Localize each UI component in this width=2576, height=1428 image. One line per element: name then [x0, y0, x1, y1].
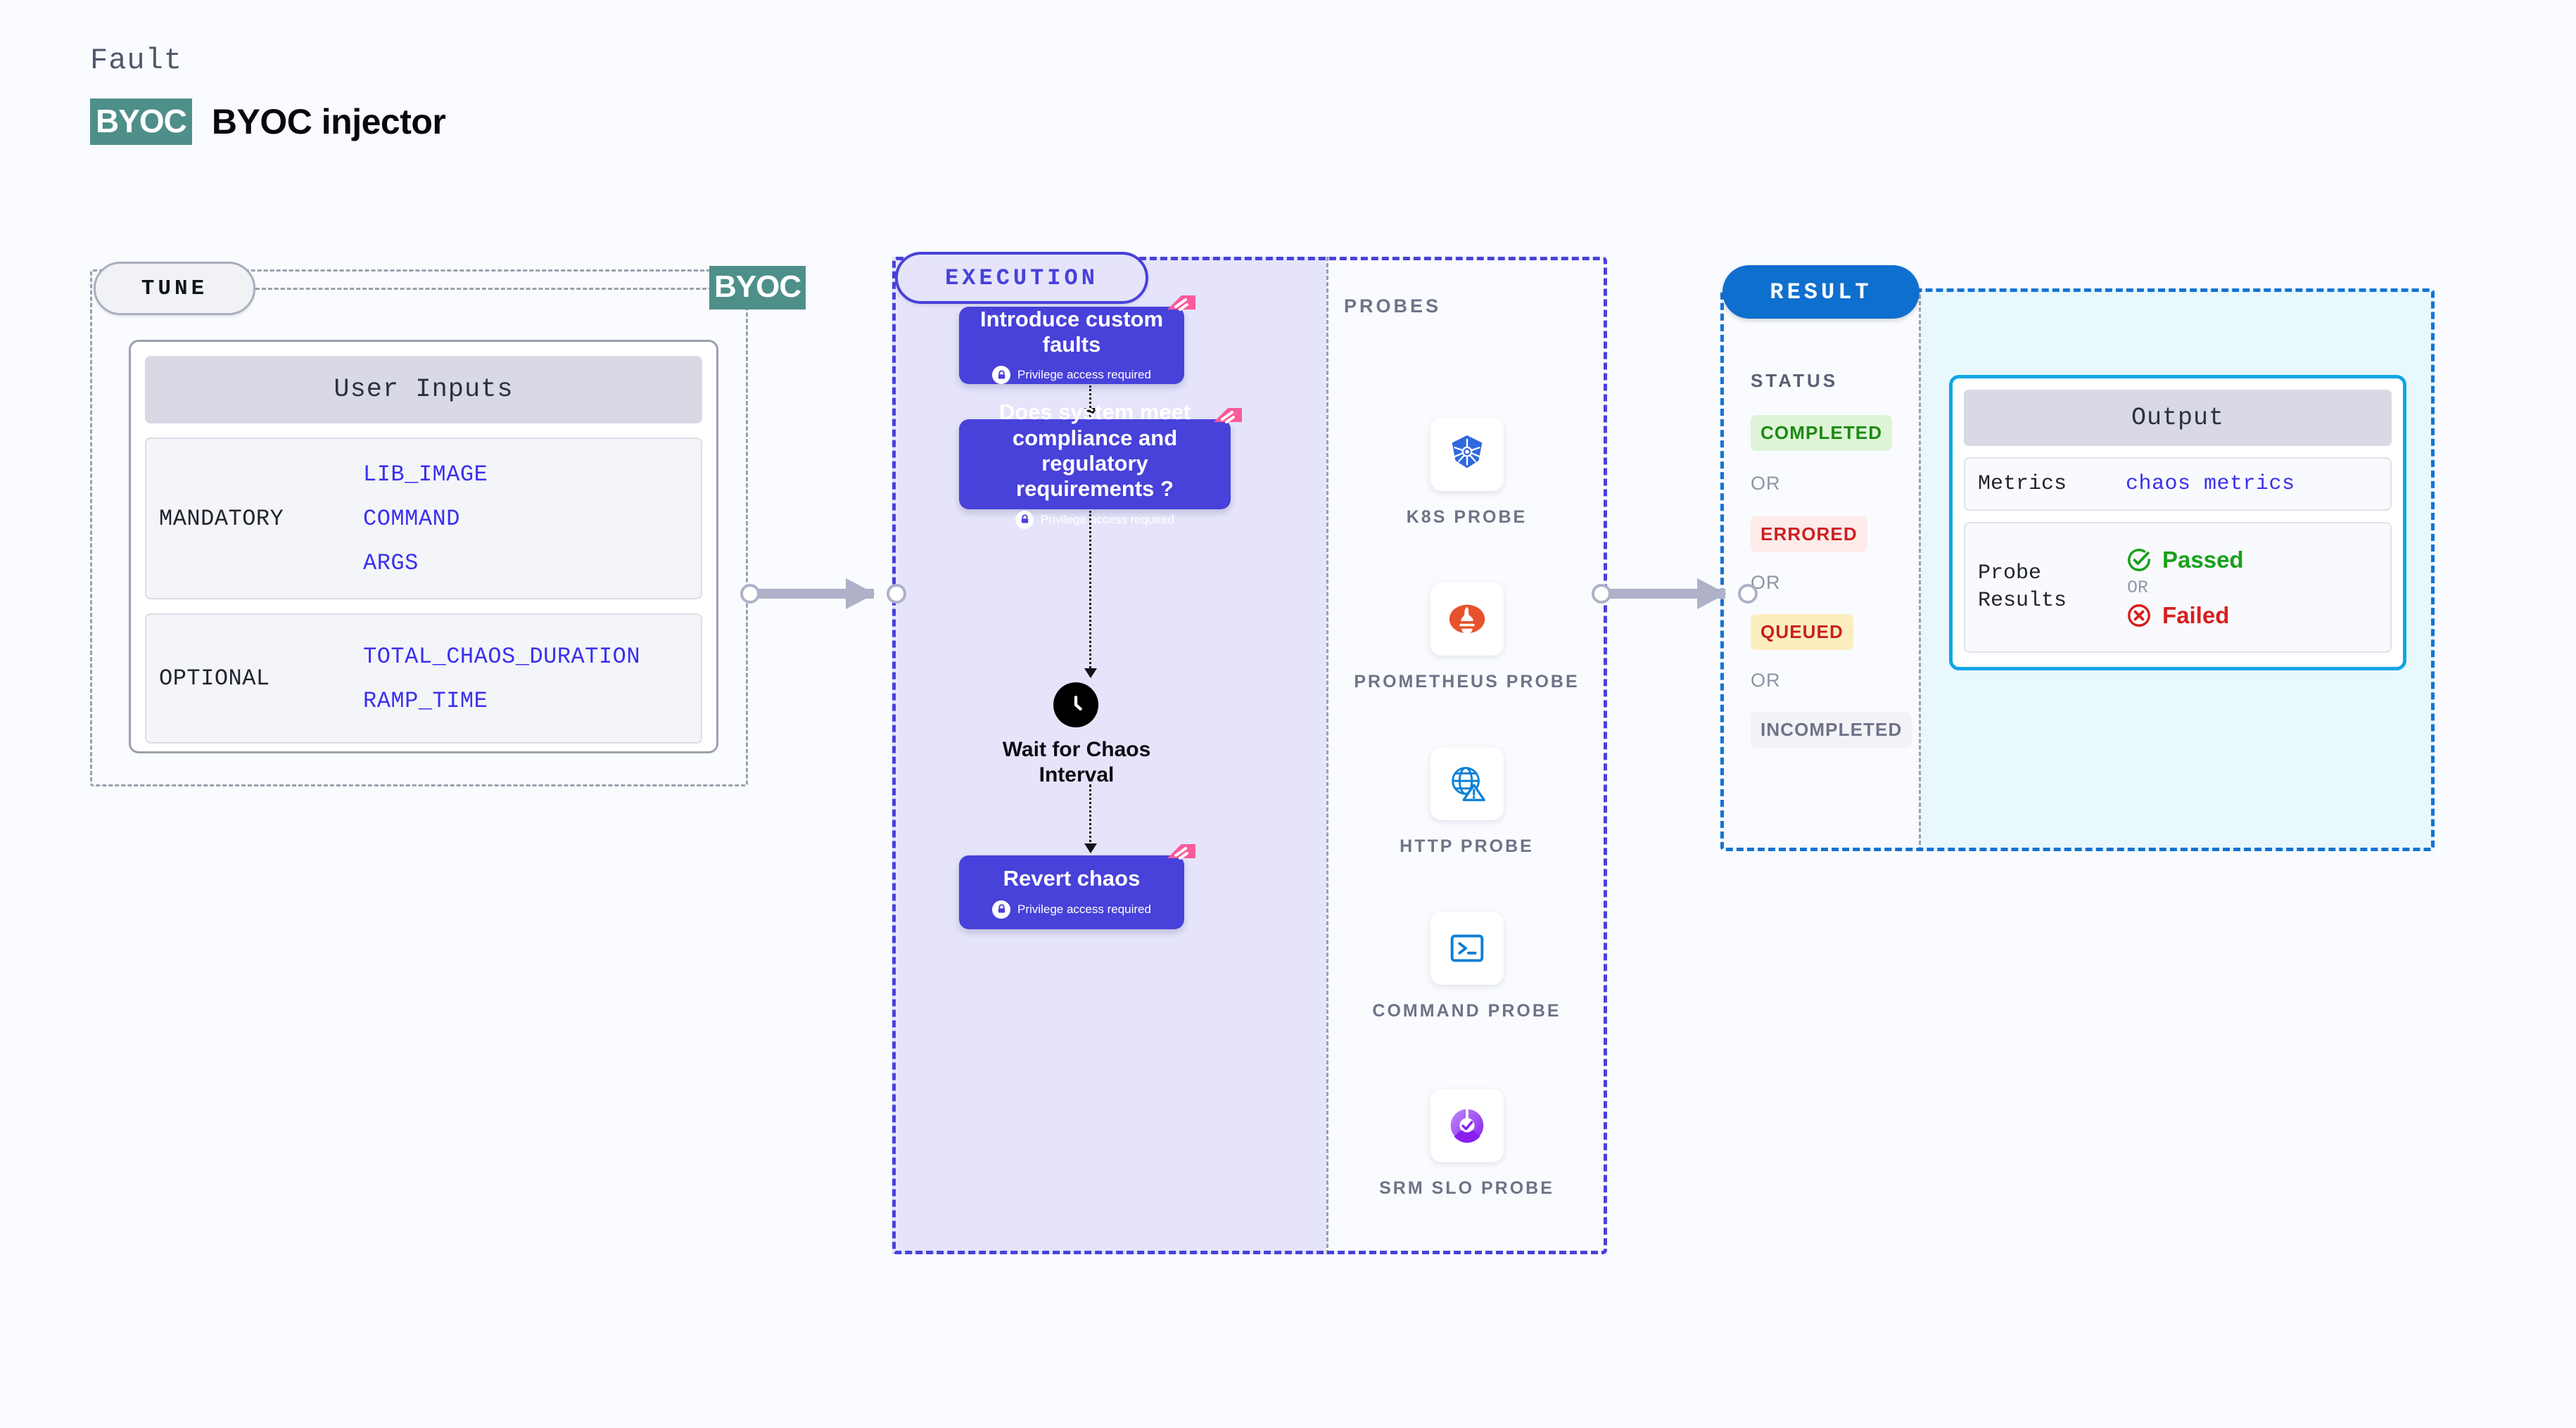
title-row: BYOC BYOC injector: [90, 98, 446, 145]
result-stage-label: RESULT: [1722, 265, 1920, 319]
clock-icon: [1053, 682, 1098, 727]
status-or-label: OR: [1751, 473, 1781, 494]
output-title: Output: [1964, 390, 2392, 446]
input-values-list: TOTAL_CHAOS_DURATION RAMP_TIME: [363, 644, 640, 714]
execution-stage-label: EXECUTION: [895, 252, 1148, 304]
connector-endpoint-dot: [1592, 584, 1611, 604]
input-value[interactable]: LIB_IMAGE: [363, 461, 488, 487]
status-or-label: OR: [1751, 670, 1781, 691]
status-badge-queued: QUEUED: [1751, 614, 1853, 650]
input-group-optional: OPTIONAL TOTAL_CHAOS_DURATION RAMP_TIME: [145, 613, 702, 744]
connector-line: [1606, 589, 1725, 599]
status-badge-completed: COMPLETED: [1751, 415, 1893, 451]
x-circle-icon: [2126, 602, 2152, 629]
srm-slo-icon: [1430, 1089, 1504, 1162]
page-header: Fault BYOC BYOC injector: [90, 44, 446, 145]
flow-arrow: [1084, 385, 1097, 418]
probe-label: PROMETHEUS PROBE: [1354, 672, 1580, 691]
chaos-corner-icon: [1165, 841, 1197, 874]
input-group-label: MANDATORY: [159, 505, 284, 532]
probe-item-k8s[interactable]: K8S PROBE: [1326, 418, 1607, 530]
probes-title: PROBES: [1344, 295, 1442, 317]
lock-icon: [1015, 510, 1034, 529]
connector-tune-to-execution: [740, 577, 909, 611]
flow-arrow: [1084, 511, 1097, 678]
output-probe-results-row: Probe Results Passed OR: [1964, 522, 2392, 653]
probe-result-passed: Passed: [2126, 547, 2244, 573]
result-section: [1720, 288, 2435, 851]
flow-node-title: Does system meet compliance and regulato…: [998, 400, 1191, 502]
flow-node-title: Revert chaos: [1003, 866, 1141, 891]
input-value[interactable]: ARGS: [363, 549, 419, 576]
probe-item-prometheus[interactable]: PROMETHEUS PROBE: [1326, 582, 1607, 694]
status-badge-errored: ERRORED: [1751, 516, 1867, 552]
fault-kicker: Fault: [90, 44, 183, 77]
probe-label: COMMAND PROBE: [1372, 1001, 1561, 1021]
probe-item-srm-slo[interactable]: SRM SLO PROBE: [1326, 1089, 1607, 1201]
page-title: BYOC injector: [211, 102, 446, 141]
kubernetes-icon: [1430, 418, 1504, 491]
connector-execution-to-result: [1592, 577, 1760, 611]
flow-arrow: [1084, 784, 1097, 853]
tune-section: [90, 269, 748, 786]
flow-node-title: Introduce custom faults: [979, 306, 1164, 357]
status-title: STATUS: [1751, 370, 1839, 391]
connector-line: [754, 589, 874, 599]
input-group-mandatory: MANDATORY LIB_IMAGE COMMAND ARGS: [145, 438, 702, 599]
result-status-pane: [1720, 288, 1921, 851]
tune-dashed-connector: [255, 288, 713, 290]
output-metrics-label: Metrics: [1978, 471, 2067, 496]
probe-item-command[interactable]: COMMAND PROBE: [1326, 912, 1607, 1024]
input-value[interactable]: TOTAL_CHAOS_DURATION: [363, 643, 641, 670]
probe-result-failed-label: Failed: [2162, 601, 2230, 628]
output-metrics-value[interactable]: chaos metrics: [2126, 472, 2295, 496]
privilege-note-text: Privilege access required: [1017, 368, 1151, 382]
probe-label: K8S PROBE: [1406, 507, 1528, 527]
privilege-note: Privilege access required: [992, 900, 1151, 919]
user-inputs-card: User Inputs MANDATORY LIB_IMAGE COMMAND …: [129, 340, 718, 753]
check-circle-icon: [2126, 547, 2152, 573]
execution-section: [892, 257, 1607, 1254]
probe-label: SRM SLO PROBE: [1379, 1178, 1554, 1198]
connector-arrowhead: [1697, 578, 1727, 609]
lock-icon: [992, 366, 1011, 385]
status-badge-incompleted: INCOMPLETED: [1751, 712, 1912, 748]
connector-endpoint-dot: [740, 584, 760, 604]
output-metrics-row: Metrics chaos metrics: [1964, 457, 2392, 511]
http-globe-icon: [1430, 747, 1504, 820]
byoc-badge: BYOC: [90, 98, 192, 145]
output-card: Output Metrics chaos metrics Probe Resul…: [1949, 375, 2406, 670]
input-value[interactable]: RAMP_TIME: [363, 687, 488, 714]
output-probe-results-label: Probe Results: [1978, 561, 2067, 613]
flow-node-compliance-check[interactable]: Does system meet compliance and regulato…: [959, 400, 1242, 529]
lock-icon: [992, 900, 1011, 919]
probe-result-values: Passed OR Failed: [2126, 547, 2244, 629]
probe-result-failed: Failed: [2126, 602, 2244, 629]
probe-label: HTTP PROBE: [1400, 836, 1534, 856]
probe-item-http[interactable]: HTTP PROBE: [1326, 747, 1607, 859]
prometheus-icon: [1430, 582, 1504, 656]
flow-node-wait-for-chaos-interval: Wait for Chaos Interval: [1002, 738, 1151, 786]
input-value[interactable]: COMMAND: [363, 505, 460, 532]
chaos-corner-icon: [1165, 293, 1197, 325]
input-values-list: LIB_IMAGE COMMAND ARGS: [363, 461, 488, 576]
privilege-note-text: Privilege access required: [1017, 902, 1151, 916]
chaos-corner-icon: [1211, 405, 1243, 438]
privilege-note: Privilege access required: [1015, 510, 1174, 529]
user-inputs-title: User Inputs: [145, 356, 702, 423]
flow-node-revert-chaos[interactable]: Revert chaos Privilege access required: [959, 844, 1195, 929]
probe-result-or-label: OR: [2127, 577, 2149, 598]
tune-byoc-badge: BYOC: [709, 266, 806, 310]
connector-arrowhead: [846, 578, 875, 609]
probe-result-passed-label: Passed: [2162, 546, 2244, 573]
terminal-icon: [1430, 912, 1504, 985]
connector-endpoint-dot: [1738, 584, 1758, 604]
flow-node-introduce-custom-faults[interactable]: Introduce custom faults Privilege access…: [959, 295, 1195, 385]
connector-endpoint-dot: [887, 584, 906, 604]
tune-stage-label: TUNE: [94, 262, 255, 315]
privilege-note-text: Privilege access required: [1041, 512, 1174, 526]
privilege-note: Privilege access required: [992, 366, 1151, 385]
input-group-label: OPTIONAL: [159, 665, 270, 691]
